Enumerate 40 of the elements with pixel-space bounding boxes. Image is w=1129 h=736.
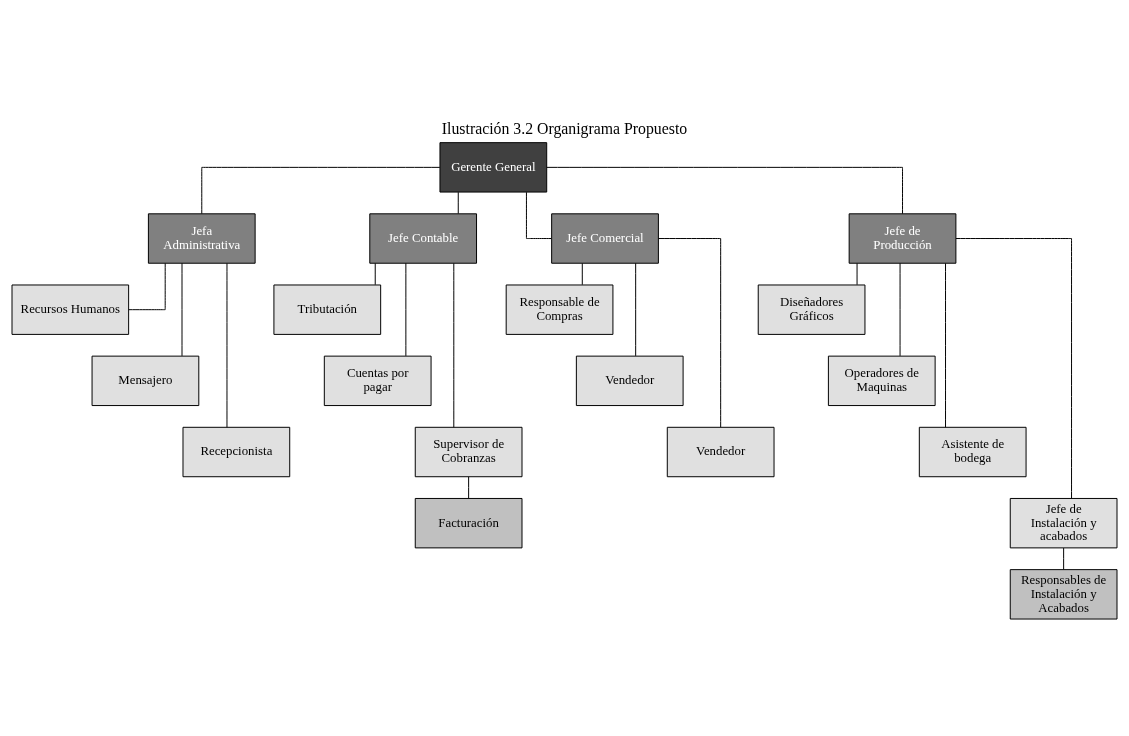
node-box: Mensajero xyxy=(91,355,200,407)
node-box: Operadores de Maquinas xyxy=(827,355,936,407)
node-box: Jefa Administrativa xyxy=(147,213,256,264)
connector xyxy=(581,262,583,286)
node-box: Jefe Contable xyxy=(369,213,478,264)
node-box: Tributación xyxy=(273,284,382,335)
connector xyxy=(128,262,166,311)
node-box: Diseñadores Gráficos xyxy=(757,284,866,335)
connector xyxy=(374,262,376,286)
connector xyxy=(525,191,552,239)
connector xyxy=(1063,547,1065,570)
node-box: Recepcionista xyxy=(182,426,291,478)
connector xyxy=(635,262,637,357)
node-box: Facturación xyxy=(414,497,523,549)
node-box: Gerente General xyxy=(439,142,548,193)
diagram-title: Ilustración 3.2 Organigrama Propuesto xyxy=(441,119,688,137)
connector xyxy=(899,262,901,357)
node-box: Jefe de Instalación y acabados xyxy=(1009,497,1118,549)
node-box: Jefe de Producción xyxy=(848,213,957,264)
node-box: Asistente de bodega xyxy=(918,426,1027,478)
connector xyxy=(955,238,1073,499)
node-box: Responsable de Compras xyxy=(505,284,614,335)
connector xyxy=(201,166,441,215)
connector xyxy=(181,262,183,357)
connector xyxy=(657,238,722,428)
node-box: Recursos Humanos xyxy=(11,284,130,335)
connector xyxy=(453,262,455,428)
connector xyxy=(226,262,228,428)
connector xyxy=(405,262,407,357)
node-box: Cuentas por pagar xyxy=(323,355,432,407)
connector xyxy=(468,476,470,499)
connector xyxy=(856,262,858,286)
connector xyxy=(945,262,946,428)
node-box: Vendedor xyxy=(575,355,684,407)
node-box: Responsables de Instalación y Acabados xyxy=(1009,569,1118,620)
connector xyxy=(546,166,903,215)
node-box: Vendedor xyxy=(666,426,775,478)
node-box: Supervisor de Cobranzas xyxy=(414,426,523,478)
connector xyxy=(457,191,459,215)
node-box: Jefe Comercial xyxy=(551,213,659,264)
